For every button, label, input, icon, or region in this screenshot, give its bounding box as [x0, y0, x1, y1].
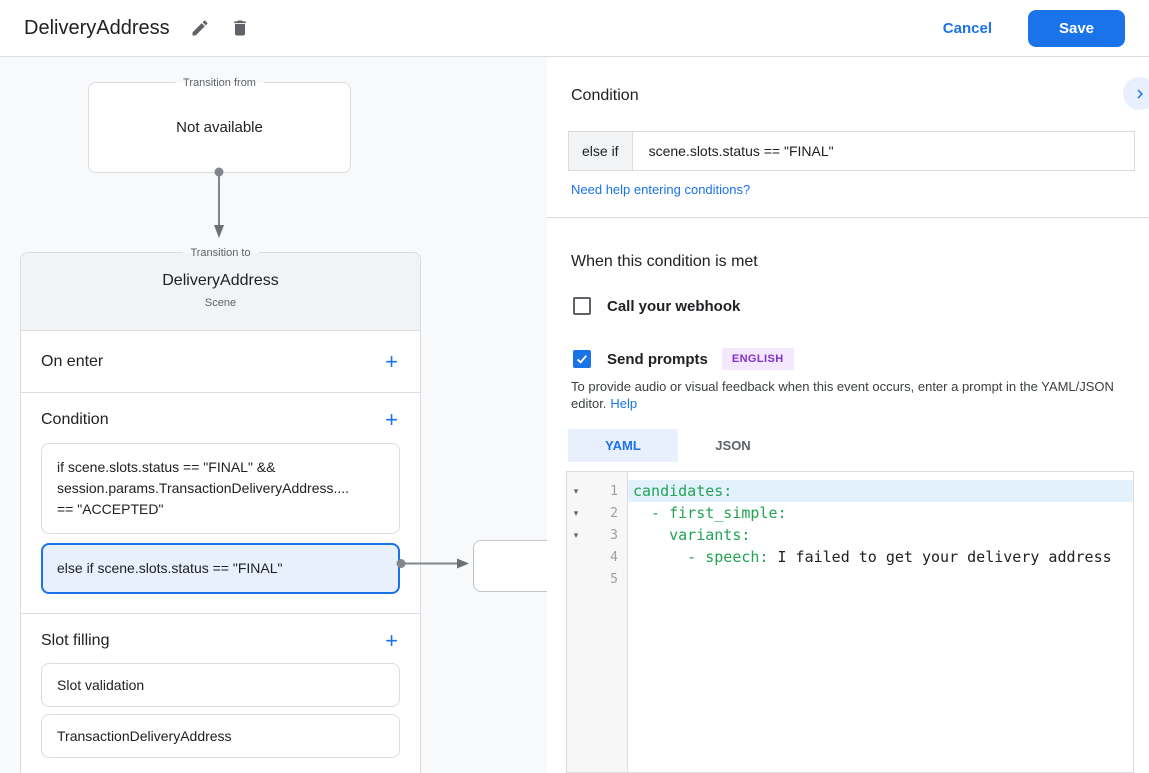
cancel-button[interactable]: Cancel	[942, 19, 992, 37]
fold-arrow-icon[interactable]: ▾	[573, 507, 579, 518]
transition-from-legend: Transition from	[175, 77, 264, 89]
save-button[interactable]: Save	[1028, 9, 1125, 47]
line-number: 3	[610, 527, 618, 543]
code-line[interactable]	[628, 568, 1133, 590]
checkmark-icon	[575, 352, 589, 366]
delete-scene-button[interactable]	[230, 18, 250, 38]
yaml-key-token: variants:	[633, 526, 751, 544]
condition-expression-input[interactable]: scene.slots.status == "FINAL"	[648, 143, 834, 159]
on-enter-section: On enter +	[21, 331, 420, 393]
condition-help-link[interactable]: Need help entering conditions?	[571, 182, 751, 197]
code-line[interactable]: candidates:	[628, 480, 1133, 502]
page-title: DeliveryAddress	[24, 16, 170, 39]
line-number: 2	[610, 505, 618, 521]
transition-to-legend: Transition to	[182, 247, 259, 259]
send-prompts-option-row: Send prompts ENGLISH	[573, 348, 794, 370]
tab-yaml[interactable]: YAML	[568, 429, 678, 462]
condition-section: Condition + if scene.slots.status == "FI…	[21, 393, 420, 614]
condition-heading: Condition	[571, 87, 639, 104]
add-slot-button[interactable]: +	[385, 628, 398, 653]
add-condition-button[interactable]: +	[385, 407, 398, 432]
code-line[interactable]: - speech: I failed to get your delivery …	[628, 546, 1133, 568]
yaml-key-token: - speech:	[633, 548, 769, 566]
section-divider	[547, 217, 1149, 218]
webhook-option-row: Call your webhook	[573, 297, 740, 315]
gutter-row[interactable]: ▾3	[567, 524, 627, 546]
line-number: 1	[610, 483, 618, 499]
prompts-note: To provide audio or visual feedback when…	[571, 378, 1133, 412]
scene-type-label: Scene	[204, 297, 237, 309]
slot-filling-section: Slot filling + Slot validation Transacti…	[21, 614, 420, 773]
gutter-row[interactable]: ▾1	[567, 480, 627, 502]
prompts-help-link[interactable]: Help	[610, 396, 638, 411]
tab-json[interactable]: JSON	[715, 438, 751, 453]
yaml-value-token: I failed to get your delivery address	[768, 548, 1112, 566]
editor-format-tabs: YAML JSON	[568, 429, 788, 462]
transition-target-box[interactable]	[473, 540, 547, 592]
code-line[interactable]: - first_simple:	[628, 502, 1133, 524]
webhook-checkbox-unchecked[interactable]	[573, 297, 591, 315]
transition-from-content: Not available	[176, 119, 263, 136]
condition-input-row: else if scene.slots.status == "FINAL"	[568, 131, 1135, 171]
code-line[interactable]: variants:	[628, 524, 1133, 546]
flow-diagram-panel: Transition from Not available Transition…	[0, 57, 547, 773]
scene-name: DeliveryAddress	[162, 272, 279, 289]
condition-card-else-if-selected[interactable]: else if scene.slots.status == "FINAL"	[41, 543, 400, 594]
condition-prefix-label: else if	[569, 132, 633, 170]
slot-filling-label: Slot filling	[41, 632, 110, 649]
gutter-row: 5	[567, 568, 627, 590]
yaml-key-token: candidates:	[633, 482, 733, 500]
collapse-panel-button[interactable]	[1123, 77, 1149, 110]
line-number: 5	[610, 571, 618, 587]
down-arrow-connector	[214, 167, 224, 238]
trash-icon	[230, 18, 250, 38]
slot-card-transaction-delivery-address[interactable]: TransactionDeliveryAddress	[41, 714, 400, 758]
editor-code[interactable]: candidates: - first_simple: variants: - …	[628, 472, 1133, 772]
send-prompts-checkbox-checked[interactable]	[573, 350, 591, 368]
chevron-right-icon	[1131, 85, 1149, 103]
send-prompts-label: Send prompts	[607, 350, 708, 368]
gutter-row[interactable]: ▾2	[567, 502, 627, 524]
condition-editor-panel: Condition else if scene.slots.status == …	[547, 57, 1149, 773]
yaml-key-token: - first_simple:	[633, 504, 787, 522]
slot-card-validation[interactable]: Slot validation	[41, 663, 400, 707]
fold-arrow-icon[interactable]: ▾	[573, 485, 579, 496]
on-enter-label: On enter	[41, 352, 104, 370]
transition-to-card: Transition to DeliveryAddress Scene On e…	[20, 247, 421, 773]
pencil-icon	[190, 18, 210, 38]
condition-card-if[interactable]: if scene.slots.status == "FINAL" && sess…	[41, 443, 400, 534]
condition-section-label: Condition	[41, 411, 109, 428]
transition-from-box[interactable]: Transition from Not available	[88, 77, 351, 173]
fold-arrow-icon[interactable]: ▾	[573, 529, 579, 540]
add-on-enter-button[interactable]: +	[385, 348, 398, 374]
language-badge: ENGLISH	[721, 348, 794, 370]
edit-title-button[interactable]	[190, 18, 210, 38]
gutter-row: 4	[567, 546, 627, 568]
line-number: 4	[610, 549, 618, 565]
top-bar: DeliveryAddress Cancel Save	[0, 0, 1149, 57]
scene-card-header[interactable]: DeliveryAddress Scene	[21, 253, 420, 331]
prompts-note-line2: editor.	[571, 396, 607, 411]
prompts-note-line1: To provide audio or visual feedback when…	[571, 379, 1114, 394]
when-condition-met-heading: When this condition is met	[571, 253, 758, 270]
webhook-label: Call your webhook	[607, 297, 741, 315]
